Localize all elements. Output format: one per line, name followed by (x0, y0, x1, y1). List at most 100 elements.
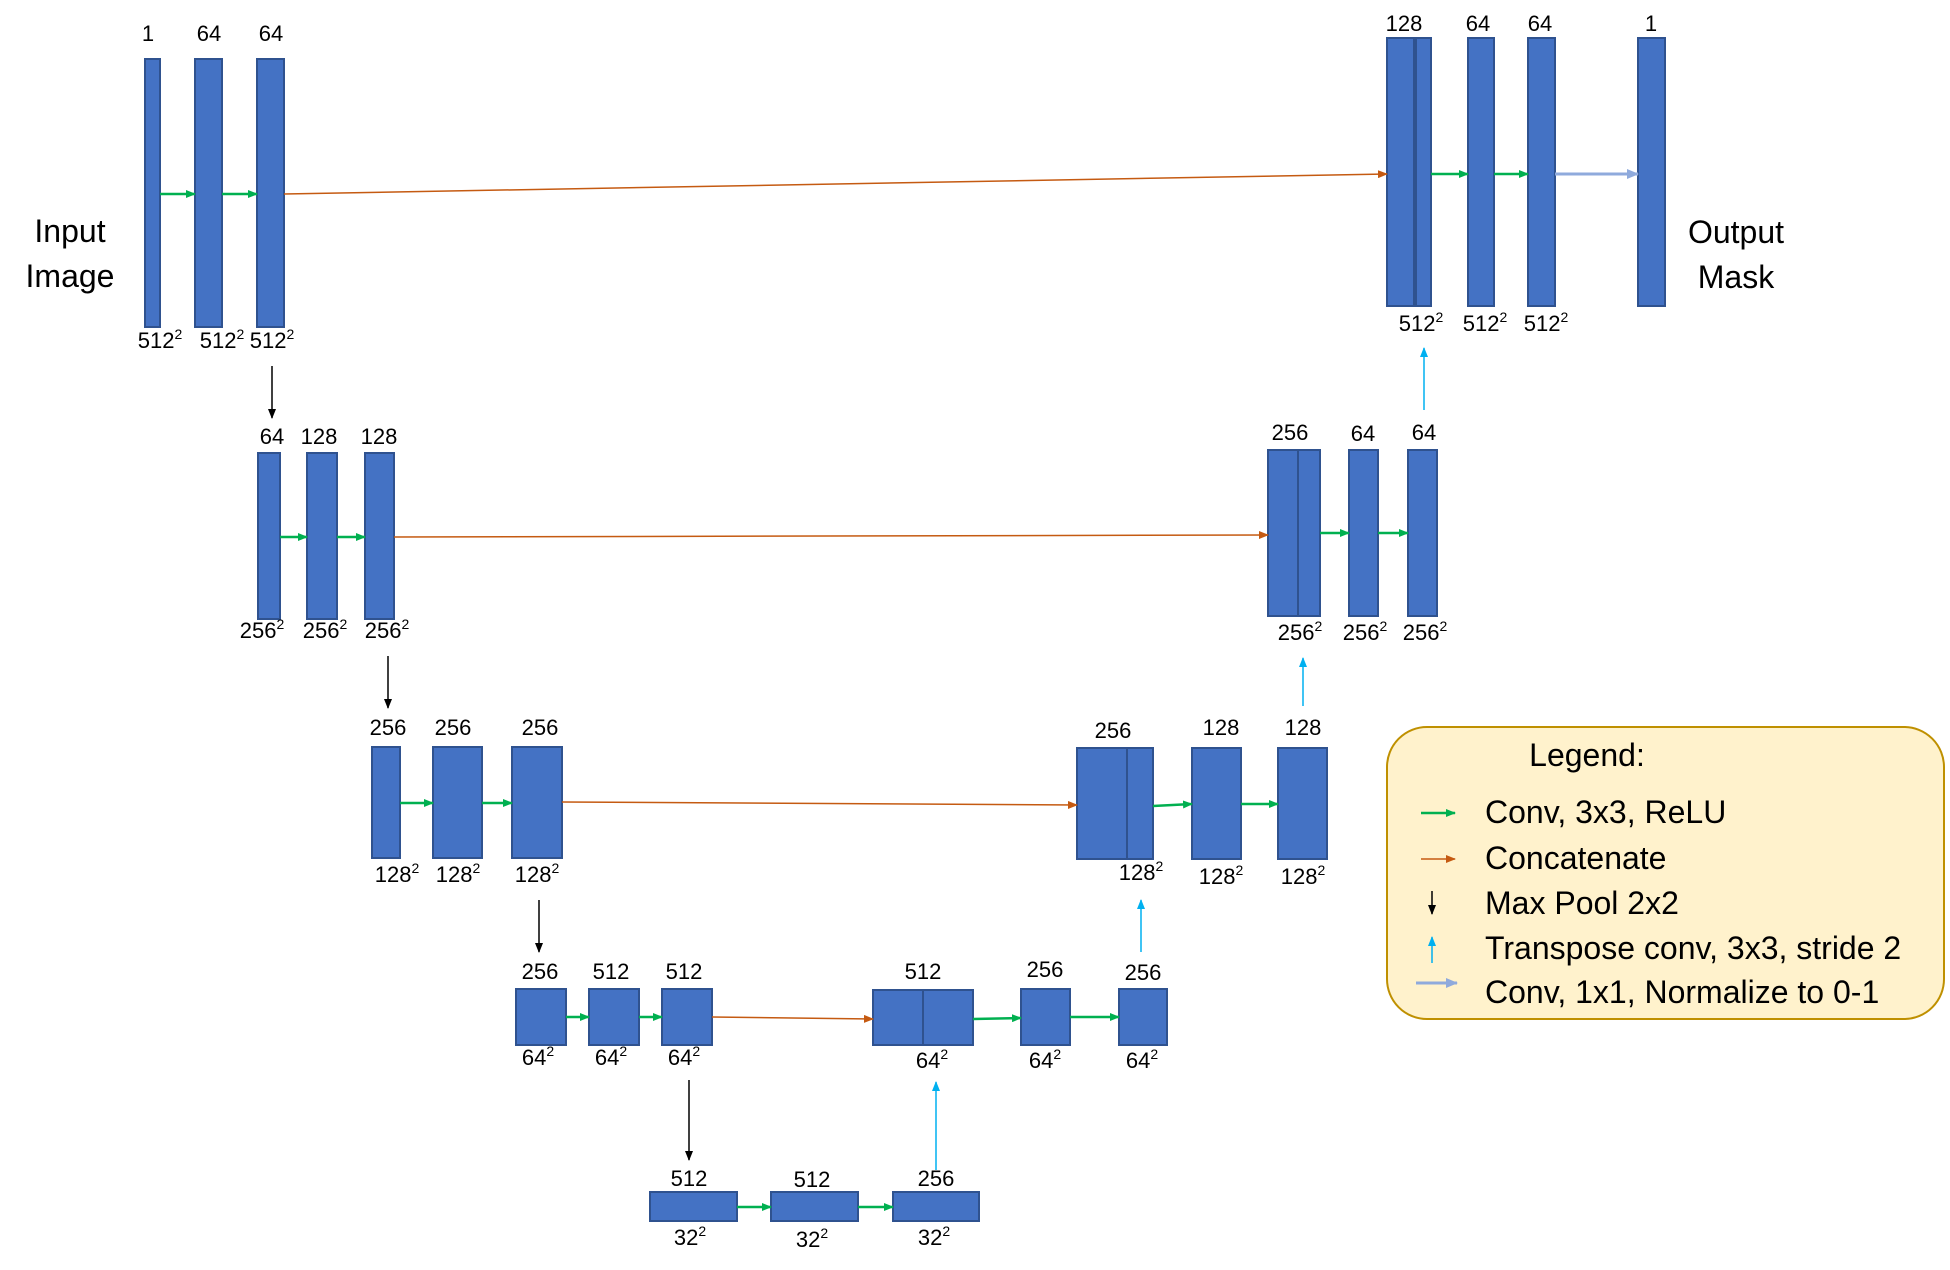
channel-label: 256 (370, 715, 407, 740)
feature-map-block (1118, 988, 1168, 1046)
size-label: 1282 (1199, 862, 1244, 889)
size-label: 642 (522, 1043, 554, 1070)
feature-map-block (872, 989, 924, 1046)
feature-map-block (661, 988, 713, 1046)
skip-arrow (393, 531, 1269, 540)
size-label: 1282 (515, 860, 560, 887)
channel-label: 128 (1285, 715, 1322, 740)
feature-map-block (1277, 747, 1328, 860)
channel-label: 256 (1095, 718, 1132, 743)
channel-label: 1 (142, 21, 154, 46)
conv-arrows (160, 170, 1529, 1211)
size-label: 2562 (1343, 618, 1388, 645)
feature-map-block (1191, 747, 1242, 860)
bottleneck: 512 512 256 322 322 322 (649, 1166, 980, 1252)
input-label-line1: Input (34, 213, 105, 249)
legend: Legend: Conv, 3x3, ReLU Concatenate Max … (1386, 726, 1945, 1020)
size-label: 2562 (240, 616, 285, 643)
skip-arrow (561, 800, 1078, 809)
size-label: 642 (1126, 1046, 1158, 1073)
feature-map-block (1297, 449, 1321, 617)
decoder-level-2: 256 64 64 2562 2562 2562 (1267, 420, 1448, 645)
channel-label: 128 (1386, 11, 1423, 36)
channel-label: 64 (197, 21, 221, 46)
skip-connections (283, 170, 1388, 1023)
size-label: 5122 (200, 326, 245, 353)
channel-label: 64 (1351, 421, 1375, 446)
legend-item-label: Max Pool 2x2 (1485, 885, 1679, 921)
channel-label: 64 (259, 21, 283, 46)
size-label: 322 (918, 1223, 950, 1250)
feature-map-block (1415, 37, 1432, 307)
maxpool-arrows (268, 366, 693, 1161)
channel-label: 256 (522, 959, 559, 984)
decoder-level-1: 128 64 64 1 5122 5122 5122 (1386, 11, 1666, 336)
size-label: 322 (796, 1225, 828, 1252)
channel-label: 256 (522, 715, 559, 740)
channel-label: 128 (301, 424, 338, 449)
encoder-level-4: 256 512 512 642 642 642 (515, 959, 713, 1070)
skip-arrow (711, 1014, 874, 1023)
skip-arrow (283, 170, 1388, 195)
feature-map-block (194, 58, 223, 328)
encoder-level-1: 1 64 64 5122 5122 5122 (138, 21, 295, 353)
feature-map-block (1527, 37, 1556, 307)
size-label: 642 (916, 1046, 948, 1073)
encoder-level-2: 64 128 128 2562 2562 2562 (240, 424, 410, 643)
size-label: 322 (674, 1223, 706, 1250)
feature-map-block (511, 746, 563, 859)
channel-label: 512 (593, 959, 630, 984)
feature-map-block (371, 746, 401, 859)
channel-label: 64 (1466, 11, 1490, 36)
size-label: 1282 (1119, 858, 1164, 885)
decoder-level-3: 256 128 128 1282 1282 1282 (1076, 715, 1328, 889)
feature-map-block (515, 988, 567, 1046)
feature-map-block (1348, 449, 1379, 617)
size-label: 5122 (138, 326, 183, 353)
feature-map-block (922, 989, 974, 1046)
channel-label: 256 (1272, 420, 1309, 445)
size-label: 5122 (1463, 309, 1508, 336)
size-label: 5122 (250, 326, 295, 353)
feature-map-block (649, 1191, 738, 1222)
legend-title: Legend: (1529, 737, 1645, 773)
size-label: 5122 (1524, 309, 1569, 336)
channel-label: 256 (435, 715, 472, 740)
input-label-line2: Image (26, 258, 115, 294)
feature-map-block (364, 452, 395, 620)
size-label: 642 (1029, 1046, 1061, 1073)
size-label: 2562 (365, 616, 410, 643)
legend-item-label: Conv, 1x1, Normalize to 0-1 (1485, 974, 1879, 1010)
channel-label: 128 (361, 424, 398, 449)
conv-arrow (1152, 800, 1193, 809)
channel-label: 256 (1027, 957, 1064, 982)
feature-map-block (432, 746, 483, 859)
feature-map-block (1020, 988, 1071, 1046)
feature-map-block (588, 988, 640, 1046)
feature-map-block (256, 58, 285, 328)
feature-map-block (1076, 747, 1128, 860)
size-label: 1282 (1281, 862, 1326, 889)
decoder-level-4: 512 256 256 642 642 642 (872, 957, 1168, 1073)
output-label-line1: Output (1688, 214, 1784, 250)
feature-map-block (144, 58, 161, 328)
feature-map-block (1126, 747, 1154, 860)
feature-map-block (892, 1191, 980, 1222)
size-label: 2562 (1278, 618, 1323, 645)
channel-label: 512 (794, 1167, 831, 1192)
channel-label: 64 (1412, 420, 1436, 445)
legend-item-label: Conv, 3x3, ReLU (1485, 794, 1726, 830)
feature-map-block (1637, 37, 1666, 307)
conv-arrow (972, 1014, 1022, 1023)
size-label: 2562 (1403, 618, 1448, 645)
size-label: 2562 (303, 616, 348, 643)
upconv-arrows (932, 347, 1428, 1170)
legend-item-label: Concatenate (1485, 840, 1666, 876)
feature-map-block (1267, 449, 1299, 617)
channel-label: 256 (918, 1166, 955, 1191)
size-label: 1282 (436, 860, 481, 887)
size-label: 5122 (1399, 309, 1444, 336)
feature-map-block (257, 452, 281, 620)
channel-label: 512 (666, 959, 703, 984)
